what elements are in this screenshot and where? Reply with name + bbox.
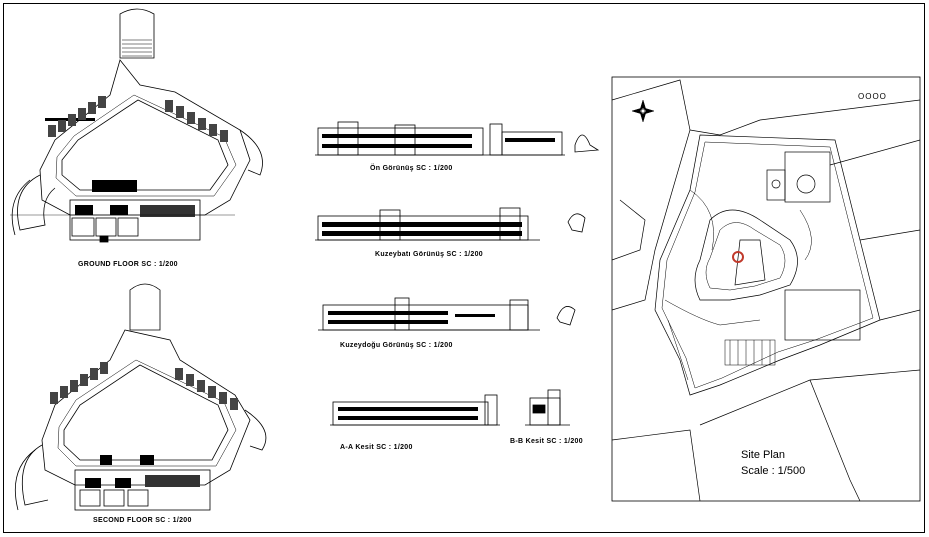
site-plan-drawing — [611, 79, 921, 502]
site-plan-scale: Scale : 1/500 — [741, 465, 806, 477]
front-elevation-label: Ön Görünüş SC : 1/200 — [370, 165, 453, 172]
northwest-elevation — [315, 207, 586, 241]
section-b-b — [525, 389, 570, 426]
classroom-block-right — [165, 100, 228, 142]
northwest-elevation-label: Kuzeybatı Görünüş SC : 1/200 — [375, 251, 483, 258]
section-a-a — [330, 394, 500, 426]
drawing-sheet — [3, 3, 925, 533]
second-floor-label: SECOND FLOOR SC : 1/200 — [93, 517, 192, 524]
section-b-b-label: B-B Kesit SC : 1/200 — [510, 438, 583, 445]
site-plan-title: Site Plan — [741, 449, 786, 461]
north-arrow-icon — [631, 99, 655, 123]
front-elevation — [315, 121, 600, 156]
location-marker-icon — [732, 251, 744, 263]
northeast-elevation — [318, 297, 576, 331]
northeast-elevation-label: Kuzeydoğu Görünüş SC : 1/200 — [340, 342, 453, 349]
ground-floor-label: GROUND FLOOR SC : 1/200 — [78, 261, 178, 268]
site-plan-frame — [611, 76, 921, 502]
classroom-block-left — [45, 96, 106, 137]
site-plan-marker-text: OOOO — [858, 92, 887, 101]
second-floor-plan — [14, 283, 267, 511]
section-a-a-label: A-A Kesit SC : 1/200 — [340, 444, 413, 451]
ground-floor-plan — [10, 8, 263, 243]
